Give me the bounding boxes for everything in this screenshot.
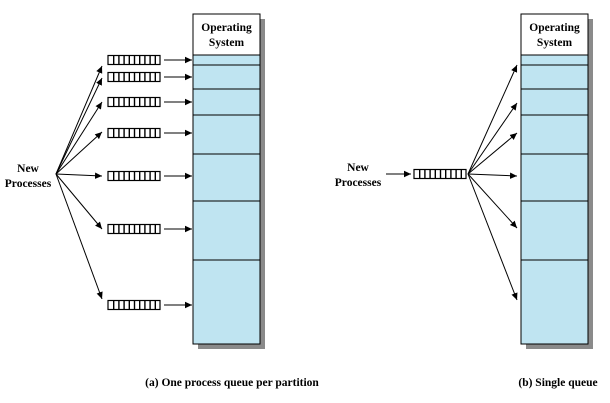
right-fanout-arrow [467,173,518,229]
left-caption: (a) One process queue per partition [145,377,319,389]
left-queue-arrows [164,56,192,309]
right-partition-lines [521,54,588,261]
left-process-queue [107,96,161,108]
left-memory-block [192,13,261,345]
left-diagram: Operating System New Processes (a) O [5,13,319,389]
left-partition-lines [193,54,260,261]
left-queues [107,54,161,311]
left-fanout-arrow [55,65,103,175]
right-queues [413,168,467,180]
left-fanout-arrow [55,172,103,179]
right-diagram: Operating System New Processes (b) Singl… [335,13,598,389]
left-fanout-arrow [55,77,103,175]
right-source-label-line2: Processes [335,177,382,189]
right-process-queue [413,168,467,180]
left-process-queue [107,54,161,66]
right-os-region [521,14,588,56]
left-process-queue [107,170,161,182]
right-source-label-line1: New [347,162,369,174]
right-memory-block [520,13,589,345]
left-fanout-arrow [55,173,103,300]
left-fanout-arrow [55,173,103,230]
left-process-queue [107,71,161,83]
right-fanout-arrow [467,102,518,175]
right-caption: (b) Single queue [518,377,597,389]
left-source-label-line2: Processes [5,178,52,190]
left-process-queue [107,223,161,235]
left-os-region [193,14,260,56]
right-os-label-line1: Operating [529,22,580,34]
right-fanout-arrow [467,173,518,301]
right-fanout-arrow [467,132,518,175]
right-fanout-arrow [467,172,518,179]
left-fanout-arrow [55,131,103,175]
left-fanout-arrow [55,101,103,175]
left-process-queue [107,299,161,311]
left-os-label-line1: Operating [201,22,252,34]
right-fanout-arrow [467,64,518,175]
left-process-queue [107,127,161,139]
right-os-label-line2: System [537,37,573,49]
left-fanout-arrows [55,65,103,300]
left-source-label-line1: New [17,163,39,175]
left-os-label-line2: System [209,37,245,49]
right-fanout-arrows [467,64,518,301]
